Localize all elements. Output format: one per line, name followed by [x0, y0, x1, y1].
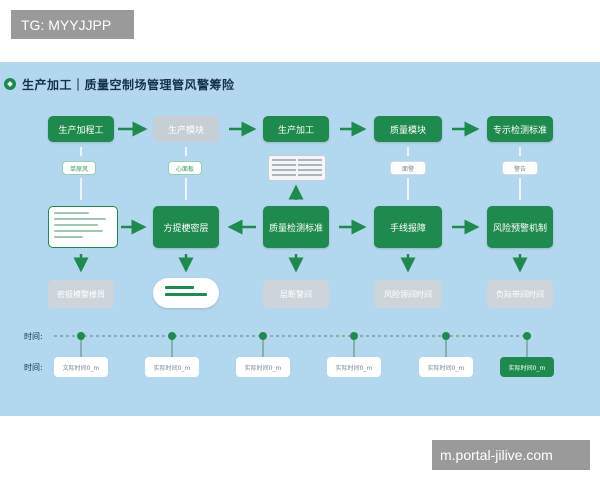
timeline-box-4: 实际时间0_m: [327, 357, 381, 377]
row1-box-3: 生产加工: [263, 116, 329, 142]
row1-box-1: 生产加程工: [48, 116, 114, 142]
timeline-box-1: 文际时间0_m: [54, 357, 108, 377]
table-thumbnail: [268, 155, 326, 181]
row3-box-4: 风险领间时间: [374, 280, 442, 308]
row1-box-2: 生产模块: [153, 116, 219, 142]
diagram-header: 生产加工｜质量空制场管理管风警筹险: [4, 75, 235, 93]
timeline-box-5: 实际时间0_m: [419, 357, 473, 377]
row2-box-4: 手线报障: [374, 206, 442, 248]
document-thumbnail: [48, 206, 118, 248]
row3-box-1: 密报模警楼周: [48, 280, 114, 308]
tag-2: 心面板: [168, 161, 202, 175]
row2-box-3: 质量检测标准: [263, 206, 329, 248]
diamond-icon: [4, 78, 16, 90]
timeline-box-3: 实际时间0_m: [236, 357, 290, 377]
tag-4: 面警: [390, 161, 426, 175]
chart-thumbnail: [153, 278, 219, 308]
row2-box-2: 方提梗密层: [153, 206, 219, 248]
row1-box-5: 专示检测标准: [487, 116, 553, 142]
tag-1: 单原风: [62, 161, 96, 175]
row3-box-5: 负际带间时间: [487, 280, 553, 308]
timeline-label-top: 时间:: [24, 332, 43, 341]
timeline-box-6: 实际时间0_m: [500, 357, 554, 377]
timeline-box-2: 实际时间0_m: [145, 357, 199, 377]
row3-box-3: 层断警间: [263, 280, 329, 308]
row2-box-5: 风险预警机制: [487, 206, 553, 248]
watermark-top: TG: MYYJJPP: [11, 10, 134, 39]
tag-5: 警告: [502, 161, 538, 175]
timeline-label-bottom: 时间:: [24, 363, 43, 372]
diagram-title: 生产加工｜质量空制场管理管风警筹险: [22, 77, 235, 92]
watermark-bottom: m.portal-jilive.com: [432, 440, 590, 470]
row1-box-4: 质量模块: [374, 116, 442, 142]
